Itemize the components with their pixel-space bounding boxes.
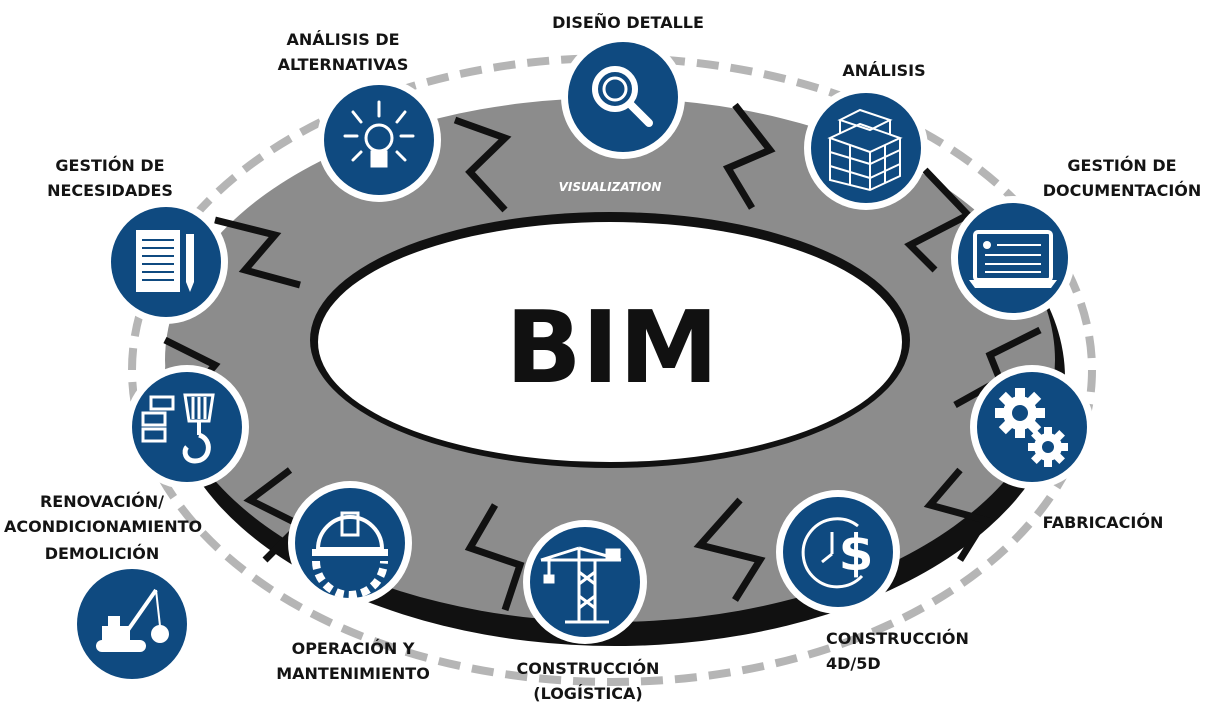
inner-hole [318,222,902,462]
hardhat-gear-icon [312,511,388,599]
lightbulb-icon [343,100,415,168]
node-gestion-necesidades [104,200,228,324]
tower-crane-icon [540,546,622,624]
node-gestion-documentacion [951,196,1075,320]
node-construccion-logistica [523,520,647,644]
node-construccion-4d5d: $ [776,490,900,614]
notepad-pencil-icon [136,230,194,292]
clock-dollar-icon: $ [801,517,874,589]
monitor-document-icon [969,230,1057,288]
label-renovacion: RENOVACIÓN/ ACONDICIONAMIENTO [4,492,203,536]
label-demolicion: DEMOLICIÓN [44,544,160,563]
ring-label-visualization: VISUALIZATION [559,180,662,194]
label-analisis-alternativas: ANÁLISIS DE ALTERNATIVAS [277,30,409,74]
label-diseno-detalle: DISEÑO DETALLE [552,13,704,32]
node-analisis-alternativas [317,78,441,202]
wrecking-crane-icon [96,588,169,652]
label-gestion-necesidades: GESTIÓN DE NECESIDADES [47,156,173,200]
node-operacion-mantenimiento [288,481,412,605]
label-construccion-4d5d: CONSTRUCCIÓN 4D/5D [826,629,969,673]
label-analisis: ANÁLISIS [842,61,926,80]
node-renovacion [125,365,249,489]
magnifier-icon [592,66,653,127]
svg-text:$: $ [839,524,874,582]
building-frame-icon [827,108,903,192]
gears-icon [995,388,1068,467]
node-demolicion [70,562,194,686]
node-diseno-detalle [561,35,685,159]
node-analisis [804,86,928,210]
node-fabricacion [970,365,1094,489]
center-label-bim: BIM [506,289,719,406]
label-operacion-mantenimiento: OPERACIÓN Y MANTENIMIENTO [276,639,430,683]
crane-hook-bricks-icon [141,393,215,464]
label-gestion-documentacion: GESTIÓN DE DOCUMENTACIÓN [1042,156,1202,200]
label-construccion-logistica: CONSTRUCCIÓN (LOGÍSTICA) [516,659,660,703]
label-fabricacion: FABRICACIÓN [1042,513,1164,532]
